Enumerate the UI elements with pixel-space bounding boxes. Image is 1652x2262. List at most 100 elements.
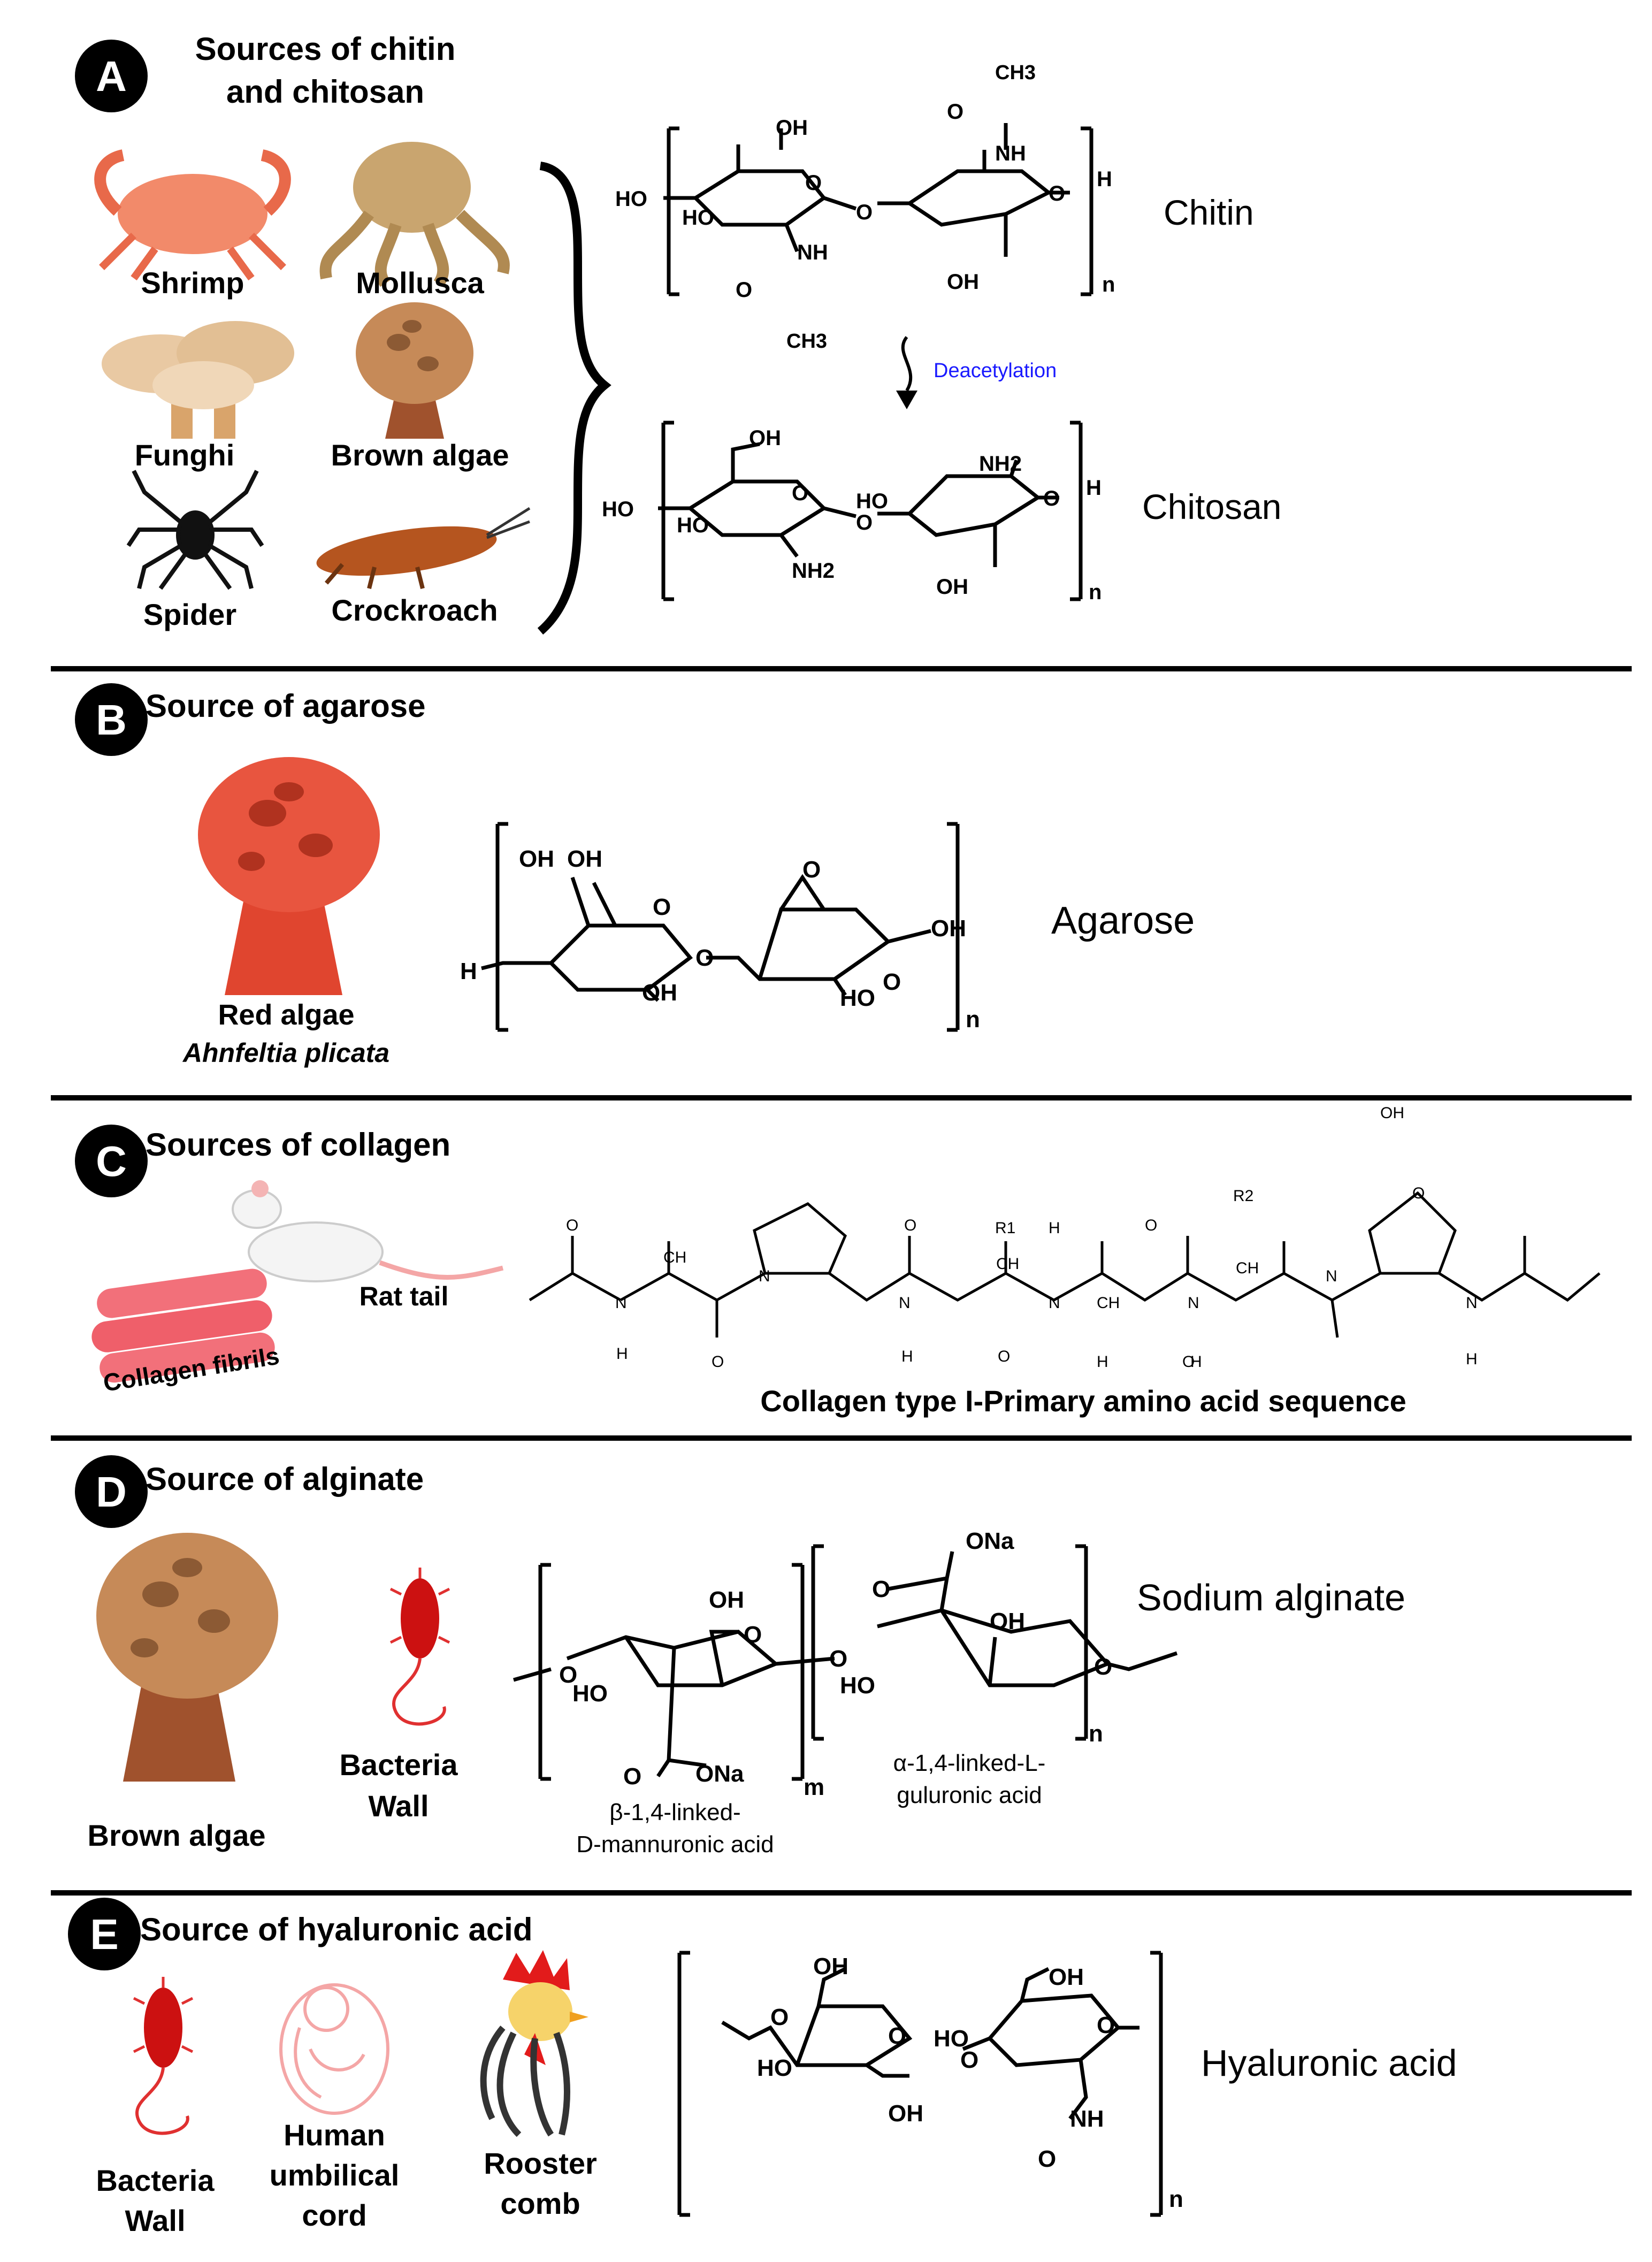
hyaluronic-label: Hyaluronic acid bbox=[1201, 2042, 1457, 2084]
spider-icon bbox=[126, 470, 264, 590]
agarose-atom: O bbox=[883, 969, 901, 995]
red-algae-icon bbox=[198, 757, 380, 995]
alginate-structure bbox=[513, 1544, 1178, 1781]
cockroach-icon bbox=[316, 507, 531, 589]
agarose-atom: OH bbox=[567, 846, 602, 872]
panel-a: A Sources of chitin and chitosan Shrimp … bbox=[75, 31, 1282, 635]
chitin-atom: O bbox=[1049, 182, 1065, 205]
collagen-atom: H bbox=[1097, 1353, 1108, 1371]
chitin-atom: H bbox=[1097, 167, 1112, 191]
guluronic-line2: guluronic acid bbox=[897, 1782, 1042, 1808]
chitin-atom: NH bbox=[995, 142, 1026, 165]
chitin-atom: CH3 bbox=[995, 62, 1036, 84]
panel-a-title-line2: and chitosan bbox=[226, 74, 424, 110]
agarose-atom: OH bbox=[642, 980, 677, 1006]
hyaluronic-atom: OH bbox=[1049, 1964, 1084, 1990]
brown-algae-icon bbox=[356, 302, 473, 439]
chitin-atom: O bbox=[736, 278, 752, 302]
alginate-atom: OH bbox=[709, 1587, 744, 1613]
mollusca-icon bbox=[319, 142, 510, 287]
chitin-ring-1 bbox=[663, 169, 827, 227]
chitin-atom: HO bbox=[682, 206, 714, 230]
panel-a-badge-letter: A bbox=[96, 52, 127, 100]
chitin-structure bbox=[663, 123, 1093, 296]
chitosan-atom: HO bbox=[856, 490, 888, 513]
chitosan-atom: HO bbox=[602, 498, 634, 521]
panel-c-title: Sources of collagen bbox=[146, 1127, 450, 1163]
panel-e-badge-letter: E bbox=[90, 1911, 118, 1958]
agarose-atom: HO bbox=[840, 985, 875, 1011]
collagen-atom: OH bbox=[1380, 1104, 1404, 1122]
source-crockroach-label: Crockroach bbox=[331, 593, 498, 627]
source-shrimp-label: Shrimp bbox=[141, 266, 244, 300]
panel-e-badge bbox=[68, 1898, 141, 1970]
umbilical-label-line1: Human bbox=[284, 2118, 385, 2152]
chitin-label: Chitin bbox=[1164, 193, 1254, 232]
red-algae-species: Ahnfeltia plicata bbox=[182, 1038, 389, 1068]
panel-e-title: Source of hyaluronic acid bbox=[140, 1912, 533, 1947]
alginate-atom: O bbox=[559, 1662, 577, 1688]
source-mollusca-label: Mollusca bbox=[356, 266, 484, 300]
hyaluronic-atom: n bbox=[1169, 2186, 1183, 2212]
curly-brace bbox=[537, 162, 611, 635]
agarose-atom: O bbox=[653, 894, 671, 920]
panel-d-badge-letter: D bbox=[96, 1468, 127, 1516]
alginate-atom: O bbox=[1094, 1654, 1112, 1680]
collagen-atom: H bbox=[1049, 1219, 1060, 1237]
sodium-alginate-label: Sodium alginate bbox=[1137, 1577, 1405, 1618]
source-spider-label: Spider bbox=[143, 598, 236, 631]
collagen-structure bbox=[529, 1191, 1601, 1338]
panel-d: D Source of alginate Brown algae Bacteri… bbox=[75, 1455, 1405, 1858]
bacteria-label-line2: Wall bbox=[368, 1789, 429, 1823]
collagen-atom: CH bbox=[1097, 1294, 1120, 1312]
collagen-atom: N bbox=[899, 1294, 911, 1312]
chitosan-atom: NH2 bbox=[979, 452, 1022, 476]
chitin-atom: HO bbox=[615, 187, 647, 211]
agarose-label: Agarose bbox=[1051, 899, 1195, 942]
panel-c-badge bbox=[75, 1125, 148, 1197]
brown-algae-label: Brown algae bbox=[88, 1818, 266, 1852]
hyaluronic-atom: O bbox=[1038, 2146, 1056, 2172]
alginate-atom: m bbox=[804, 1774, 824, 1800]
agarose-atom: OH bbox=[519, 846, 554, 872]
collagen-atom: R2 bbox=[1233, 1187, 1253, 1205]
chitin-atom: OH bbox=[947, 270, 979, 294]
panel-a-title-line1: Sources of chitin bbox=[195, 31, 456, 67]
collagen-atom: N bbox=[1188, 1294, 1199, 1312]
collagen-atoms: O CH N H O N O R1 CH N H O H N O CH H O … bbox=[566, 1104, 1478, 1371]
hyaluronic-atom: HO bbox=[757, 2055, 792, 2081]
chitin-atom: OH bbox=[776, 116, 808, 140]
chitin-atom: O bbox=[947, 100, 963, 124]
alginate-atom: n bbox=[1089, 1721, 1103, 1747]
chitosan-atom: O bbox=[856, 511, 873, 534]
umbilical-cord-icon bbox=[279, 1983, 389, 2115]
collagen-fibrils-icon bbox=[91, 1268, 275, 1383]
rooster-label-line2: comb bbox=[500, 2187, 580, 2220]
chitosan-atom: OH bbox=[749, 426, 781, 450]
chitin-atom: CH3 bbox=[786, 330, 827, 353]
collagen-atom: H bbox=[1190, 1353, 1202, 1371]
hyaluronic-structure bbox=[677, 1951, 1163, 2217]
alginate-atom: ONa bbox=[695, 1761, 744, 1787]
hyaluronic-atom: O bbox=[1097, 2012, 1115, 2038]
collagen-atom: O bbox=[566, 1217, 578, 1234]
hyaluronic-atom: NH bbox=[1070, 2106, 1104, 2132]
collagen-atom: CH bbox=[996, 1255, 1019, 1273]
agarose-structure bbox=[481, 822, 960, 1032]
alginate-atom: O bbox=[872, 1576, 890, 1602]
collagen-atom: O bbox=[1145, 1217, 1157, 1234]
alginate-atom: O bbox=[623, 1763, 641, 1790]
agarose-atoms: OH OH O H OH O O OH HO O n bbox=[460, 846, 980, 1033]
panel-b-badge bbox=[75, 683, 148, 756]
chitin-bracket-left bbox=[667, 126, 679, 296]
deacetylation-label: Deacetylation bbox=[934, 360, 1057, 382]
rat-icon bbox=[232, 1180, 504, 1282]
alginate-atom: O bbox=[744, 1622, 762, 1648]
collagen-atom: O bbox=[1412, 1185, 1425, 1202]
alginate-atom: OH bbox=[990, 1608, 1025, 1634]
chitosan-label: Chitosan bbox=[1142, 487, 1282, 526]
collagen-atom: H bbox=[901, 1348, 913, 1365]
collagen-atom: O bbox=[712, 1353, 724, 1371]
bacteria-e-label-line2: Wall bbox=[125, 2204, 185, 2237]
alginate-atom: HO bbox=[840, 1672, 875, 1699]
